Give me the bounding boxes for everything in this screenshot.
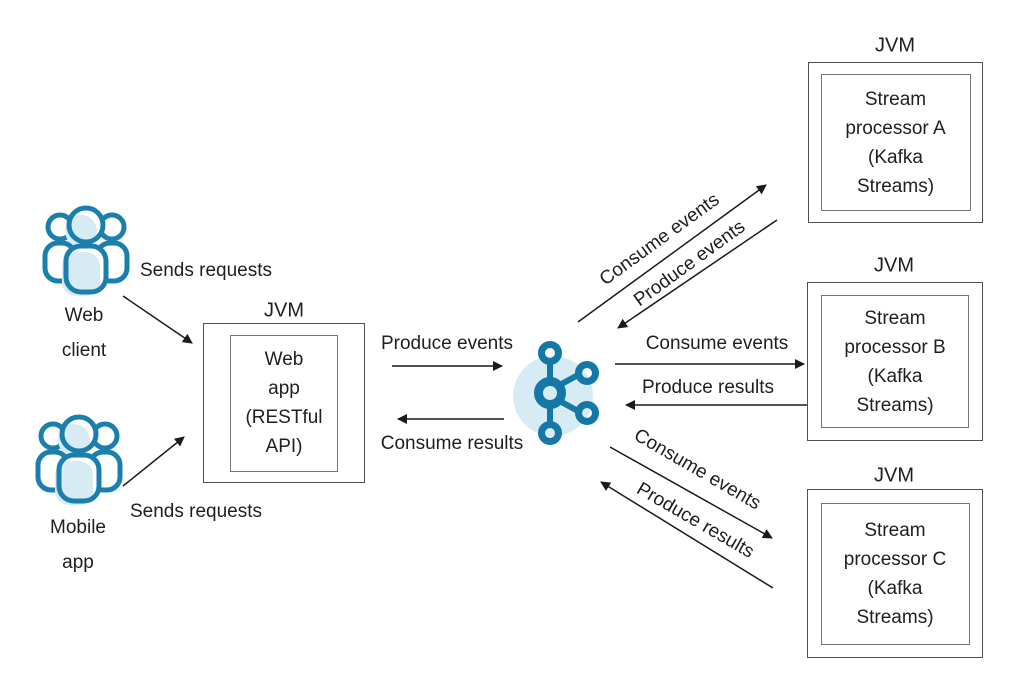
- processor-c-box: Stream processor C (Kafka Streams): [820, 502, 970, 645]
- kafka-icon: [503, 333, 603, 448]
- processor-c-text: Stream processor C (Kafka Streams): [844, 516, 946, 632]
- processor-c-line2: processor C: [843, 548, 947, 570]
- webapp-text-line4: API): [265, 436, 303, 457]
- processor-b-line4: Streams): [856, 394, 934, 416]
- processor-b-line1: Stream: [864, 307, 926, 329]
- processor-c-line1: Stream: [864, 519, 926, 541]
- processor-a-line3: (Kafka: [868, 146, 923, 168]
- processor-b-line2: processor B: [844, 336, 946, 358]
- processor-a-line2: processor A: [845, 117, 946, 139]
- web-client-label-line2: client: [61, 340, 107, 361]
- processor-b-consume-label: Consume events: [645, 333, 789, 354]
- mobile-app-label-line1: Mobile: [50, 517, 106, 538]
- users-group-icon: [40, 202, 132, 296]
- jvm-label-processor-a: JVM: [875, 34, 915, 57]
- processor-a-jvm-box: Stream processor A (Kafka Streams): [808, 62, 983, 223]
- processor-a-text: Stream processor A (Kafka Streams): [845, 85, 945, 201]
- webapp-text-line1: Web: [264, 349, 304, 370]
- arrow-processor-a-consume-events: [577, 184, 767, 323]
- web-client-label-line1: Web: [64, 305, 104, 326]
- processor-a-box: Stream processor A (Kafka Streams): [820, 74, 971, 211]
- webapp-box-text: Web app (RESTful API): [245, 345, 322, 461]
- sends-requests-label-web: Sends requests: [139, 260, 273, 281]
- processor-b-produce-label: Produce results: [641, 377, 775, 398]
- arrow-mobile-app-to-webapp: [122, 436, 185, 487]
- processor-a-line1: Stream: [864, 88, 927, 110]
- processor-b-jvm-box: Stream processor B (Kafka Streams): [807, 282, 983, 441]
- webapp-text-line2: app: [268, 378, 300, 399]
- processor-a-line4: Streams): [856, 175, 935, 197]
- mobile-app-label-line2: app: [62, 552, 94, 573]
- arrow-web-client-to-webapp: [122, 295, 193, 344]
- processor-b-box: Stream processor B (Kafka Streams): [821, 295, 969, 428]
- produce-events-label: Produce events: [380, 333, 514, 354]
- mobile-app-label: Mobile app: [50, 510, 106, 580]
- web-client-label: Web client: [62, 298, 106, 368]
- users-group-icon: [33, 411, 125, 505]
- jvm-label-processor-b: JVM: [874, 254, 914, 277]
- consume-results-label: Consume results: [380, 433, 524, 454]
- webapp-jvm-box: Web app (RESTful API): [203, 323, 365, 483]
- arrow-processor-a-produce-events: [617, 219, 778, 329]
- processor-b-text: Stream processor B (Kafka Streams): [844, 304, 945, 420]
- webapp-text-line3: (RESTful: [245, 407, 323, 428]
- processor-c-jvm-box: Stream processor C (Kafka Streams): [807, 489, 983, 658]
- processor-c-line4: Streams): [856, 606, 934, 628]
- jvm-label-webapp: JVM: [264, 299, 304, 322]
- webapp-box: Web app (RESTful API): [230, 334, 338, 472]
- processor-b-line3: (Kafka: [867, 365, 923, 387]
- processor-c-line3: (Kafka: [867, 577, 923, 599]
- jvm-label-processor-c: JVM: [874, 464, 914, 487]
- sends-requests-label-mobile: Sends requests: [129, 501, 263, 522]
